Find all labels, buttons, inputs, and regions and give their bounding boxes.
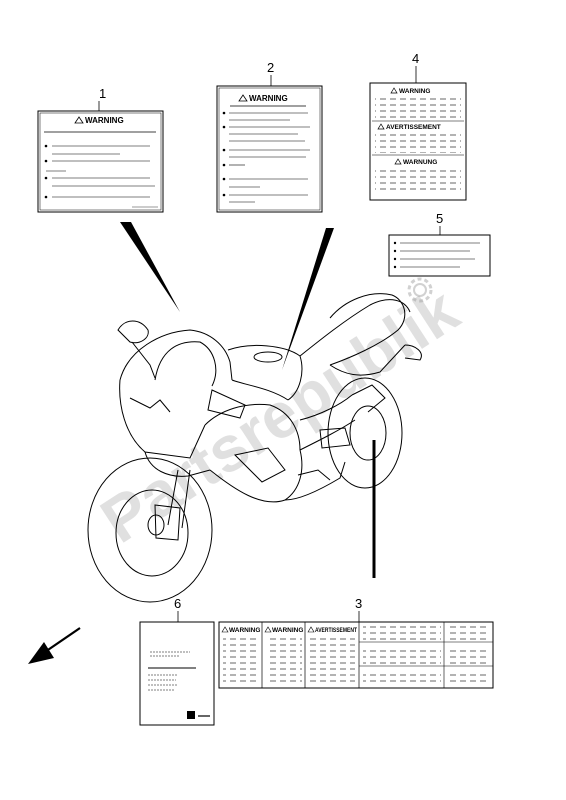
warning-triangle-icon bbox=[394, 158, 402, 165]
watermark: Partsrepublik bbox=[88, 273, 471, 556]
callout-6: 6 bbox=[174, 596, 181, 611]
warning-triangle-icon bbox=[221, 626, 229, 633]
label-1-warning: WARNING bbox=[85, 116, 124, 125]
warning-triangle-icon bbox=[74, 116, 84, 124]
warning-triangle-icon bbox=[307, 626, 315, 633]
gear-icon bbox=[407, 277, 433, 303]
label-2[interactable]: 2 WARNING bbox=[216, 60, 323, 213]
label-3-warning-a: WARNING bbox=[229, 627, 260, 634]
callout-3: 3 bbox=[355, 596, 362, 611]
front-arrow-icon bbox=[28, 627, 81, 664]
leader-lines bbox=[120, 222, 376, 578]
label-4-warnung: WARNUNG bbox=[403, 159, 437, 166]
label-2-warning: WARNING bbox=[249, 94, 288, 103]
callout-5: 5 bbox=[436, 211, 443, 226]
callout-1: 1 bbox=[99, 86, 106, 101]
label-4-avertissement: AVERTISSEMENT bbox=[386, 124, 441, 131]
warning-triangle-icon bbox=[264, 626, 272, 633]
motorcycle-illustration bbox=[87, 293, 422, 603]
warning-triangle-icon bbox=[377, 123, 385, 130]
label-4[interactable]: 4 WARNING AVERTISSEMENT WARNUNG bbox=[369, 51, 467, 201]
label-4-warning: WARNING bbox=[399, 88, 430, 95]
label-3[interactable]: 3 WARNING WARNING AVERTISSEMENT bbox=[218, 596, 494, 689]
label-1[interactable]: 1 WARNING bbox=[37, 86, 164, 213]
watermark-text: Partsrepublik bbox=[88, 273, 471, 556]
label-6[interactable]: 6 bbox=[139, 596, 215, 726]
label-3-avertissement: AVERTISSEMENT bbox=[315, 627, 357, 634]
label-5[interactable]: 5 bbox=[388, 211, 491, 277]
warning-triangle-icon bbox=[238, 94, 248, 102]
label-3-warning-b: WARNING bbox=[272, 627, 303, 634]
callout-2: 2 bbox=[267, 60, 274, 75]
callout-4: 4 bbox=[412, 51, 419, 66]
warning-triangle-icon bbox=[390, 87, 398, 94]
